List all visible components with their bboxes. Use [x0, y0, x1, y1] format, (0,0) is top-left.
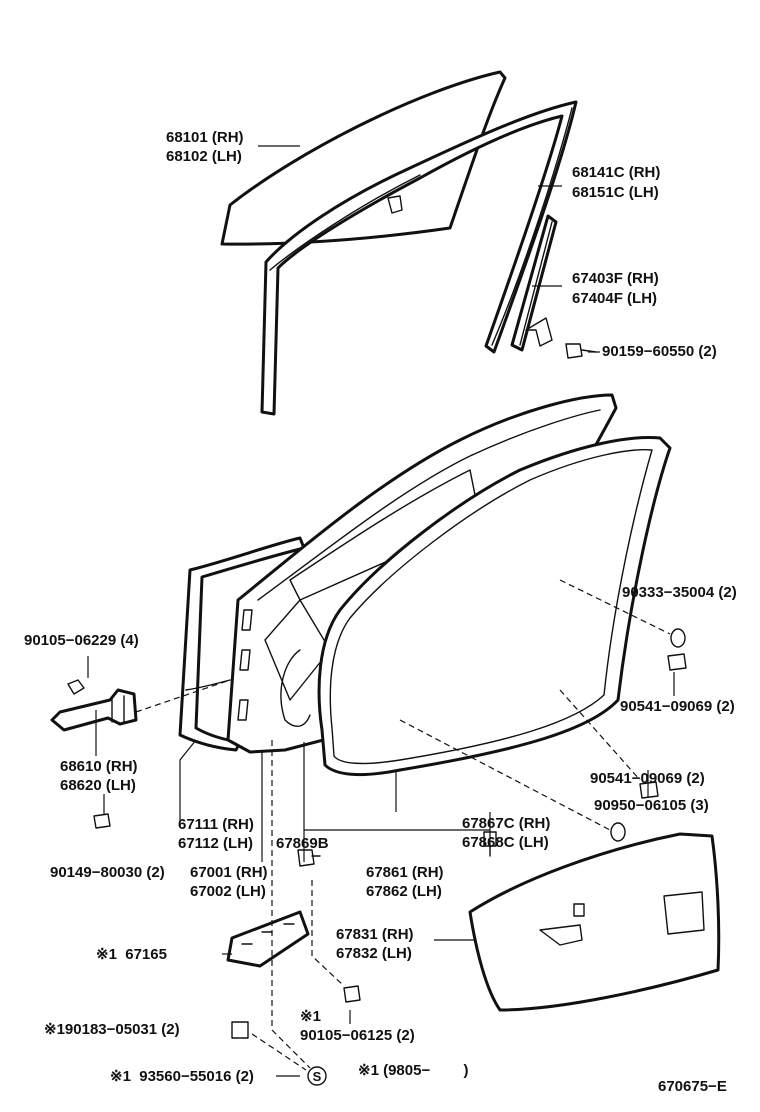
label-run-rh: 68141C (RH) [572, 164, 661, 181]
bolt-icon [231, 1021, 249, 1039]
label-bolt-60550: 90159−60550 (2) [602, 343, 717, 360]
label-clamp-rh: 67867C (RH) [462, 815, 551, 832]
label-plug-09069-b: 90541−09069 (2) [590, 770, 705, 787]
label-channel-lh: 67404F (LH) [572, 290, 658, 307]
label-outer-rh: 67111 (RH) [178, 816, 254, 833]
label-bolt-05031: ※190183−05031 (2) [44, 1021, 180, 1038]
label-clip-67869: 67869B [276, 835, 329, 852]
label-run-lh: 68151C (LH) [572, 184, 659, 201]
label-weather-lh: 67862 (LH) [366, 883, 442, 900]
label-plug-09069-a: 90541−09069 (2) [620, 698, 735, 715]
label-note: ※1 (9805− ) [358, 1062, 469, 1079]
label-checker: ※1 67165 [96, 946, 167, 963]
label-weather-rh: 67861 (RH) [366, 864, 444, 881]
assembly-lines [135, 579, 671, 1071]
label-bolt-06125-note: ※1 [300, 1008, 321, 1025]
glass-run [260, 100, 578, 416]
label-hinge-lh: 68620 (LH) [60, 777, 136, 794]
service-hole-cover [468, 832, 721, 1012]
label-plug-35004: 90333−35004 (2) [622, 584, 737, 601]
label-sticker: ※1 93560−55016 (2) [110, 1068, 254, 1085]
label-bolt-80030: 90149−80030 (2) [50, 864, 165, 881]
label-hinge-rh: 68610 (RH) [60, 758, 138, 775]
door-check [226, 910, 310, 968]
bolt-icon [343, 985, 361, 1003]
label-channel-rh: 67403F (RH) [572, 270, 659, 287]
label-cover-lh: 67832 (LH) [336, 945, 412, 962]
figure-code: 670675−E [658, 1078, 727, 1095]
bolt-icon [565, 343, 597, 359]
leader-lines [87, 145, 675, 1077]
label-bolt-06229: 90105−06229 (4) [24, 632, 139, 649]
label-glass-lh: 68102 (LH) [166, 148, 242, 165]
svg-text:S: S [313, 1069, 322, 1084]
division-channel [510, 214, 558, 352]
label-cover-rh: 67831 (RH) [336, 926, 414, 943]
door-weatherstrip [317, 436, 672, 776]
label-bolt-06125: 90105−06125 (2) [300, 1027, 415, 1044]
label-panel-lh: 67002 (LH) [190, 883, 266, 900]
plug-icon [610, 628, 687, 842]
hinge-icon [50, 688, 138, 732]
door-glass [220, 70, 507, 246]
label-outer-lh: 67112 (LH) [178, 835, 254, 852]
label-glass-rh: 68101 (RH) [166, 129, 244, 146]
label-clip-06105: 90950−06105 (3) [594, 797, 709, 814]
label-clamp-lh: 67868C (LH) [462, 834, 549, 851]
sticker-s-mark: S [307, 1066, 327, 1086]
label-panel-rh: 67001 (RH) [190, 864, 268, 881]
bolt-icon [67, 679, 111, 829]
